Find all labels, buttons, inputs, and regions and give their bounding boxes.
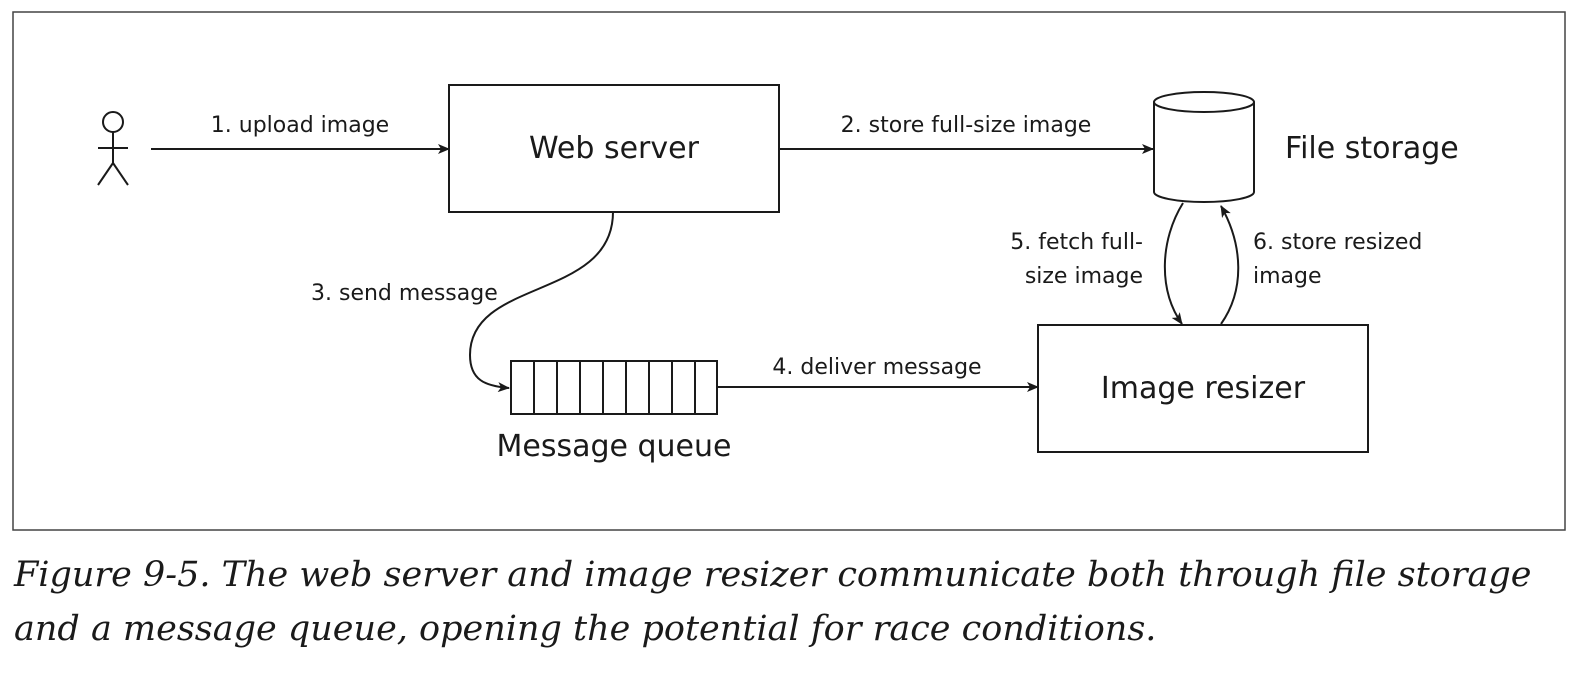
image-resizer-label: Image resizer [1101, 371, 1306, 406]
message-queue-label: Message queue [496, 429, 731, 464]
file-storage-cylinder [1153, 91, 1255, 203]
arrow-send-message [468, 211, 614, 393]
arrow-fetch-full [1163, 202, 1184, 325]
caption-line-1: Figure 9-5. The web server and image res… [14, 555, 1532, 595]
figure-caption: Figure 9-5. The web server and image res… [14, 548, 1554, 656]
label-fetch-line1: 5. fetch full- [1010, 230, 1143, 255]
image-resizer-box [1037, 324, 1369, 453]
architecture-diagram: 1. upload image Web server 2. store full… [12, 11, 1566, 531]
web-server-label: Web server [529, 131, 700, 166]
user-icon [97, 111, 129, 186]
caption-line-2: and a message queue, opening the potenti… [14, 609, 1157, 649]
label-deliver-message: 4. deliver message [772, 355, 981, 380]
label-store-resized-line2: image [1253, 264, 1322, 289]
label-fetch-line2: size image [1025, 264, 1143, 289]
label-send-message: 3. send message [311, 281, 498, 306]
web-server-box [448, 84, 780, 213]
figure-frame [12, 11, 1566, 531]
arrow-store-resized [1220, 205, 1240, 325]
label-store-resized-line1: 6. store resized [1253, 230, 1422, 255]
label-store-full: 2. store full-size image [841, 113, 1092, 138]
file-storage-label: File storage [1285, 131, 1459, 166]
label-upload: 1. upload image [211, 113, 389, 138]
message-queue-icon [510, 360, 718, 415]
